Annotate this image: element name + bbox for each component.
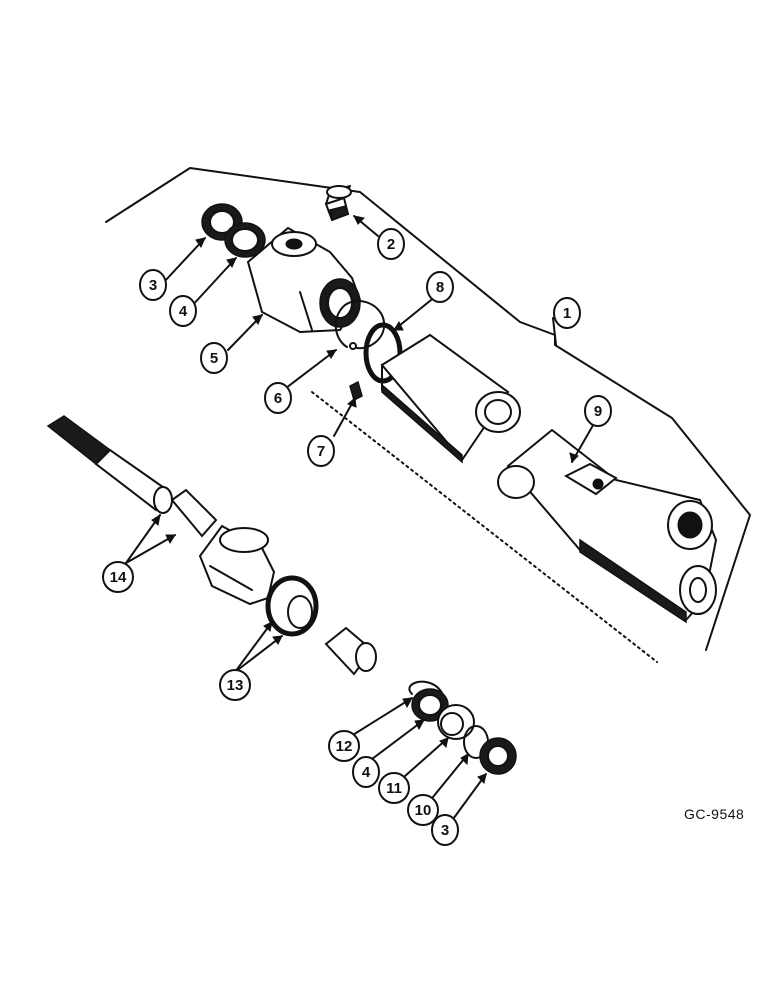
svg-text:5: 5 [210, 350, 218, 367]
callout-4-bottom: 4 [352, 756, 380, 788]
svg-text:4: 4 [179, 303, 188, 320]
callout-7: 7 [307, 435, 335, 467]
callout-13: 13 [219, 669, 251, 701]
snap-ring-part [334, 300, 386, 350]
leader-arrowheads [151, 215, 579, 784]
callout-12: 12 [328, 730, 360, 762]
svg-text:13: 13 [227, 677, 244, 694]
svg-text:1: 1 [563, 305, 571, 322]
housing-part [246, 226, 362, 334]
svg-text:8: 8 [436, 279, 444, 296]
callout-6: 6 [264, 382, 292, 414]
svg-text:11: 11 [386, 780, 402, 797]
callout-3-top: 3 [139, 269, 167, 301]
barrel-tube [380, 333, 521, 464]
callout-4-top: 4 [169, 295, 197, 327]
assembly-axis-line [311, 391, 658, 663]
callout-9: 9 [584, 395, 612, 427]
piston-part [198, 524, 377, 676]
cylinder-body [497, 428, 718, 624]
callout-3-bottom: 3 [431, 814, 459, 846]
svg-text:4: 4 [362, 764, 371, 781]
svg-text:10: 10 [415, 802, 432, 819]
piston-rod [46, 415, 218, 538]
svg-text:3: 3 [441, 822, 449, 839]
svg-text:12: 12 [336, 738, 353, 755]
callout-11: 11 [378, 772, 410, 804]
bearing-cup-bottom [411, 688, 449, 722]
svg-text:6: 6 [274, 390, 282, 407]
piston-seal-ring [265, 575, 319, 637]
plug-part [324, 185, 352, 222]
bearing-cup-top [224, 222, 266, 258]
spacer-part [437, 704, 475, 740]
bearing-cone-bottom [479, 737, 517, 775]
svg-text:7: 7 [317, 443, 325, 460]
callout-10: 10 [407, 794, 439, 826]
svg-text:3: 3 [149, 277, 157, 294]
callout-1: 1 [553, 297, 581, 329]
svg-text:14: 14 [110, 569, 127, 586]
svg-text:9: 9 [594, 403, 602, 420]
callout-2: 2 [377, 228, 405, 260]
drawing-code: GC-9548 [684, 806, 745, 822]
pin-part [349, 380, 363, 402]
callout-14: 14 [102, 561, 134, 593]
callout-8: 8 [426, 271, 454, 303]
callout-5: 5 [200, 342, 228, 374]
svg-text:2: 2 [387, 236, 395, 253]
